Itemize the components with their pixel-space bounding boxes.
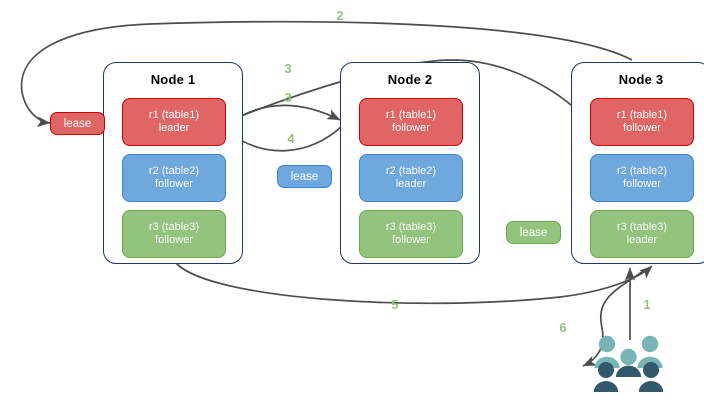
node-3-range-r2[interactable]: r2 (table2) follower (590, 154, 694, 202)
range-label-line2: follower (155, 234, 193, 246)
node-2-range-r1[interactable]: r1 (table1) follower (359, 98, 463, 146)
edge-6 (582, 269, 646, 367)
node-1-title: Node 1 (150, 72, 196, 87)
range-label-line1: r3 (table3) (616, 220, 668, 233)
lease-badge-r1[interactable]: lease (50, 112, 105, 135)
edge-3-lower (227, 104, 341, 125)
node-3-range-r3[interactable]: r3 (table3) leader (590, 210, 694, 258)
node-2-title: Node 2 (387, 72, 433, 87)
node-3-box[interactable]: Node 3 r1 (table1) follower r2 (table2) … (571, 62, 704, 264)
range-label-line1: r3 (table3) (385, 220, 437, 233)
edge-2 (20, 20, 633, 127)
edge-3-upper (225, 59, 586, 123)
range-label-line1: r1 (table1) (385, 108, 437, 121)
lease-badge-r3[interactable]: lease (506, 221, 561, 244)
range-label-line2: follower (392, 234, 430, 246)
range-label-line2: follower (155, 178, 193, 190)
edge-5 (175, 262, 653, 305)
range-label-line1: r1 (table1) (616, 108, 668, 121)
node-2-range-r3[interactable]: r3 (table3) follower (359, 210, 463, 258)
range-label-line2: follower (623, 122, 661, 134)
range-label-line2: follower (623, 178, 661, 190)
node-2-box[interactable]: Node 2 r1 (table1) follower r2 (table2) … (340, 62, 480, 264)
step-label-1: 1 (643, 297, 651, 312)
step-label-2: 2 (336, 8, 344, 23)
node-1-box[interactable]: Node 1 r1 (table1) leader r2 (table2) fo… (103, 62, 243, 264)
node-1-range-r3[interactable]: r3 (table3) follower (122, 210, 226, 258)
range-label-line2: follower (392, 122, 430, 134)
node-1-range-r2[interactable]: r2 (table2) follower (122, 154, 226, 202)
node-3-range-r1[interactable]: r1 (table1) follower (590, 98, 694, 146)
lease-badge-r2[interactable]: lease (277, 165, 332, 188)
step-label-3-upper: 3 (284, 61, 292, 76)
users-group-icon (593, 335, 664, 392)
step-label-4: 4 (287, 131, 295, 146)
range-label-line1: r3 (table3) (148, 220, 200, 233)
range-label-line1: r2 (table2) (385, 164, 437, 177)
node-2-range-r2[interactable]: r2 (table2) leader (359, 154, 463, 202)
range-label-line2: leader (158, 122, 190, 134)
node-1-range-r1[interactable]: r1 (table1) leader (122, 98, 226, 146)
range-label-line1: r2 (table2) (148, 164, 200, 177)
range-label-line2: leader (626, 234, 658, 246)
node-3-title: Node 3 (618, 72, 664, 87)
range-label-line1: r1 (table1) (148, 108, 200, 121)
step-label-3-lower: 3 (284, 90, 292, 105)
step-label-6: 6 (559, 320, 567, 335)
step-label-5: 5 (391, 297, 399, 312)
range-label-line2: leader (395, 178, 427, 190)
range-label-line1: r2 (table2) (616, 164, 668, 177)
